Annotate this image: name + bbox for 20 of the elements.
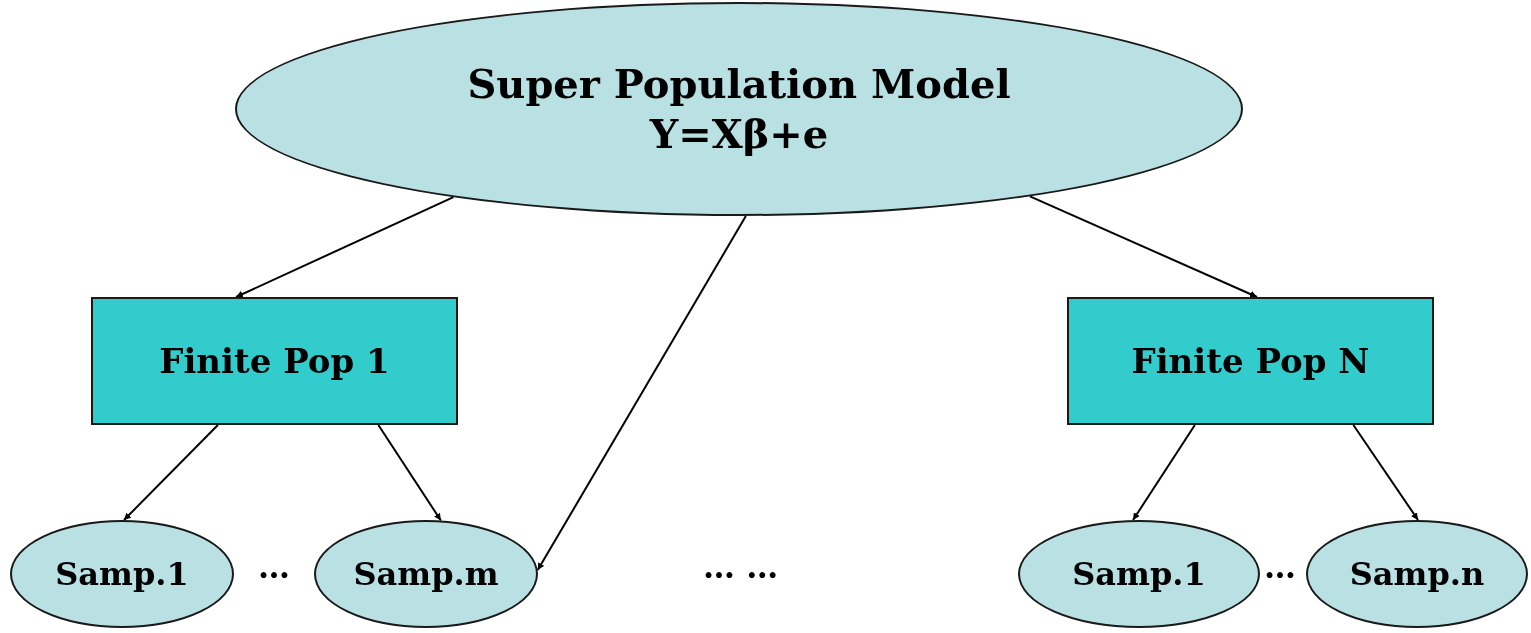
- arrow: [235, 196, 455, 298]
- node-text: Y=Xβ+e: [649, 109, 829, 159]
- arrow: [1352, 424, 1419, 521]
- node-text: Super Population Model: [467, 59, 1011, 109]
- node-text: Samp.1: [1072, 554, 1206, 594]
- node-text: Finite Pop 1: [159, 339, 390, 383]
- ellipsis-label: …: [1264, 548, 1296, 586]
- arrow: [1028, 195, 1258, 298]
- arrow: [1132, 424, 1196, 522]
- arrow: [123, 424, 219, 521]
- arrow: [536, 215, 747, 572]
- node-text: Samp.n: [1349, 554, 1485, 594]
- ellipsis-label: …: [258, 548, 290, 586]
- node-text: Samp.m: [353, 554, 499, 594]
- population-box: [91, 297, 458, 425]
- ellipsis-label: … …: [703, 548, 779, 586]
- population-box: [1067, 297, 1434, 425]
- node-text: Samp.1: [55, 554, 189, 594]
- node-text: Finite Pop N: [1131, 339, 1370, 383]
- arrow: [377, 424, 442, 522]
